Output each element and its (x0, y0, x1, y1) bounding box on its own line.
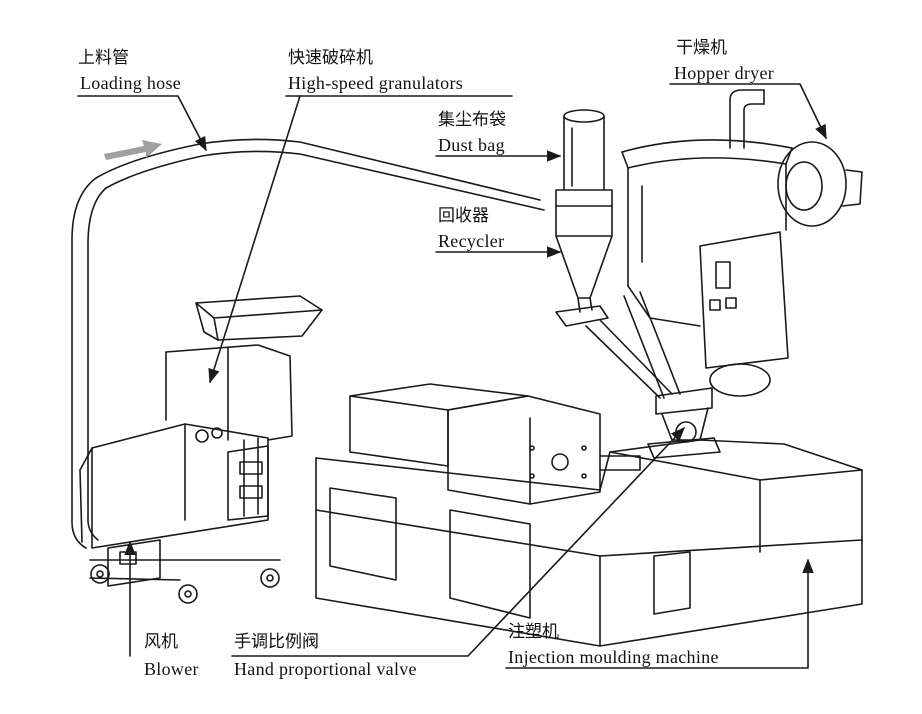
granulator (79, 295, 323, 604)
valve-label-zh: 手调比例阀 (234, 632, 319, 652)
dust-bag-label-zh: 集尘布袋 (438, 110, 506, 130)
recycler-label-zh: 回收器 (438, 206, 489, 226)
blower-label-en: Blower (144, 659, 199, 679)
injection-machine (315, 383, 863, 647)
loading-hose-label-en: Loading hose (80, 73, 182, 93)
recycler-label-en: Recycler (438, 231, 505, 251)
hopper-dryer (585, 89, 863, 459)
flow-arrow (104, 140, 162, 160)
injection-label-en: Injection moulding machine (508, 647, 719, 667)
injection-label-zh: 注塑机 (508, 622, 559, 642)
valve-label-en: Hand proportional valve (234, 659, 417, 679)
granulator-label-en: High-speed granulators (288, 73, 464, 93)
hopper-dryer-label-en: Hopper dryer (674, 63, 775, 83)
loading-hose (71, 138, 545, 549)
granulator-label-zh: 快速破碎机 (288, 48, 373, 68)
recycler-unit (555, 109, 613, 327)
dust-bag-label-en: Dust bag (438, 135, 505, 155)
hopper-dryer-label-zh: 干燥机 (676, 38, 727, 58)
loading-hose-label-zh: 上料管 (78, 48, 129, 68)
blower-label-zh: 风机 (144, 632, 178, 652)
leader-lines (77, 83, 827, 669)
